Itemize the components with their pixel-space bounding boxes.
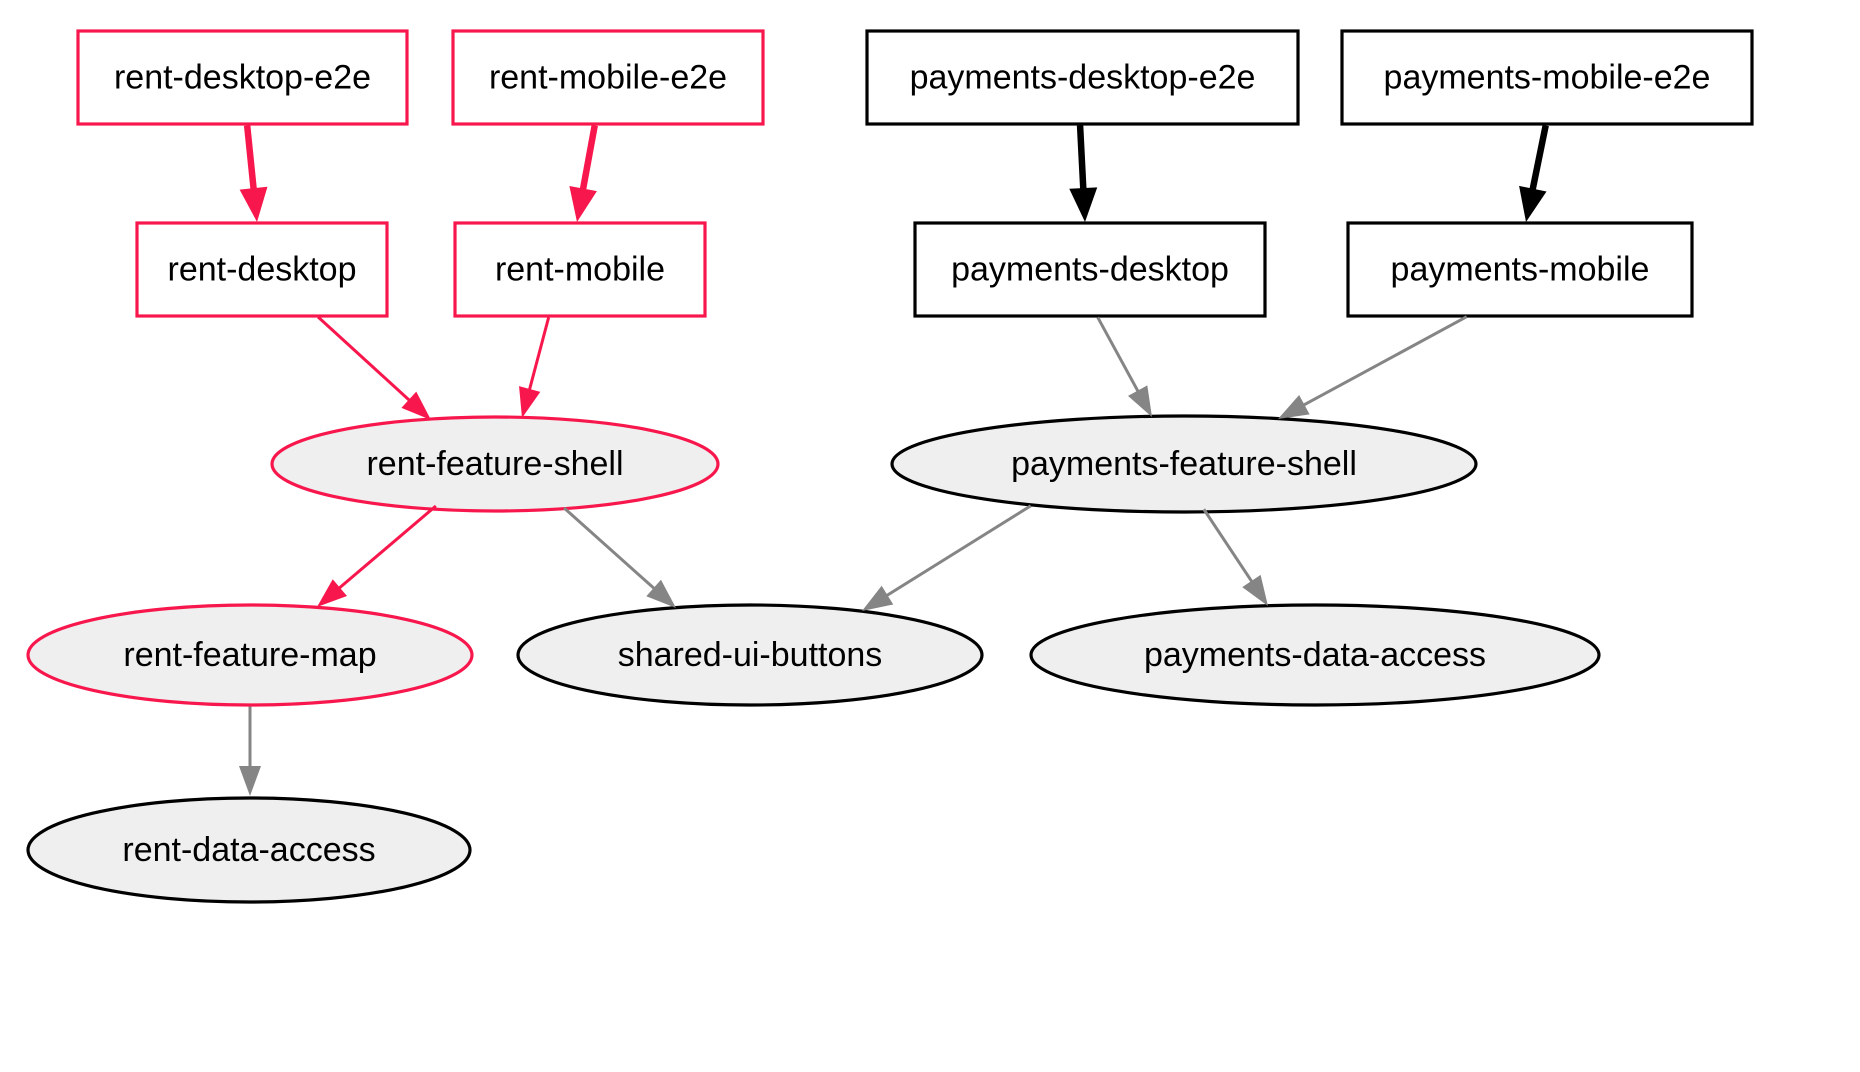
node-rent-feature-map: rent-feature-map — [26, 603, 474, 707]
node-payments-desktop: payments-desktop — [913, 221, 1267, 318]
node-shared-ui-buttons: shared-ui-buttons — [516, 603, 984, 707]
node-label-rent-desktop-e2e: rent-desktop-e2e — [114, 59, 371, 97]
node-label-payments-desktop: payments-desktop — [951, 251, 1229, 289]
edge-rent-mobile-to-rent-feature-shell — [519, 317, 551, 418]
node-payments-mobile: payments-mobile — [1346, 221, 1694, 318]
node-rent-desktop: rent-desktop — [135, 221, 389, 318]
node-label-payments-data-access: payments-data-access — [1144, 636, 1486, 674]
edge-payments-desktop-to-payments-feature-shell — [1096, 316, 1152, 417]
edge-rent-mobile-e2e-to-rent-mobile — [569, 124, 598, 222]
node-rent-mobile-e2e: rent-mobile-e2e — [451, 29, 765, 126]
node-rent-mobile: rent-mobile — [453, 221, 707, 318]
node-label-payments-mobile: payments-mobile — [1391, 251, 1650, 289]
edge-payments-feature-shell-to-payments-data-access — [1202, 508, 1268, 606]
node-label-shared-ui-buttons: shared-ui-buttons — [618, 636, 883, 674]
edge-rent-feature-map-to-rent-data-access — [239, 706, 261, 796]
edge-payments-feature-shell-to-shared-ui-buttons — [862, 504, 1032, 611]
node-label-rent-feature-shell: rent-feature-shell — [366, 445, 623, 483]
node-payments-data-access: payments-data-access — [1029, 603, 1601, 707]
edge-payments-mobile-to-payments-feature-shell — [1278, 315, 1468, 419]
node-label-rent-mobile-e2e: rent-mobile-e2e — [489, 59, 727, 97]
edge-payments-desktop-e2e-to-payments-desktop — [1069, 125, 1098, 222]
node-label-payments-desktop-e2e: payments-desktop-e2e — [910, 59, 1256, 97]
node-label-rent-mobile: rent-mobile — [495, 251, 665, 289]
node-payments-desktop-e2e: payments-desktop-e2e — [865, 29, 1300, 126]
edge-payments-mobile-e2e-to-payments-mobile — [1519, 124, 1549, 222]
edge-rent-feature-shell-to-rent-feature-map — [317, 504, 437, 607]
node-label-rent-desktop: rent-desktop — [168, 251, 357, 289]
node-payments-feature-shell: payments-feature-shell — [890, 414, 1478, 514]
edge-rent-feature-shell-to-shared-ui-buttons — [563, 506, 676, 608]
node-label-rent-feature-map: rent-feature-map — [123, 636, 376, 674]
node-rent-data-access: rent-data-access — [26, 796, 472, 904]
edge-rent-desktop-to-rent-feature-shell — [317, 315, 431, 420]
node-label-payments-feature-shell: payments-feature-shell — [1011, 445, 1357, 483]
node-label-payments-mobile-e2e: payments-mobile-e2e — [1384, 59, 1711, 97]
node-label-rent-data-access: rent-data-access — [122, 831, 375, 869]
node-payments-mobile-e2e: payments-mobile-e2e — [1340, 29, 1754, 126]
node-rent-desktop-e2e: rent-desktop-e2e — [76, 29, 409, 126]
node-rent-feature-shell: rent-feature-shell — [270, 415, 720, 513]
edge-rent-desktop-e2e-to-rent-desktop — [239, 125, 268, 222]
